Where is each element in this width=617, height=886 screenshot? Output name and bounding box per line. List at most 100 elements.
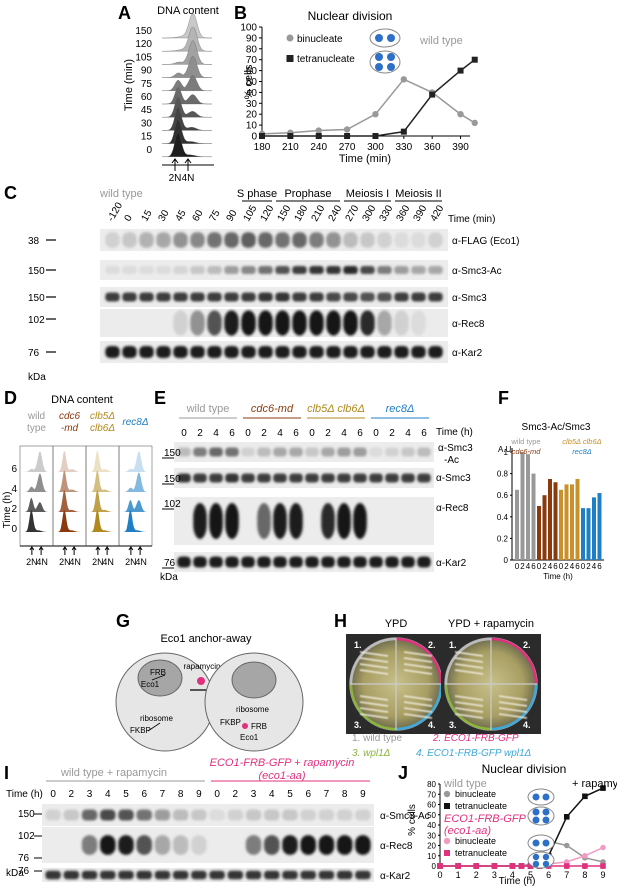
x-tick-label: 3 (492, 870, 497, 880)
mw-marker: 150 (28, 293, 45, 304)
y-axis-label: % cells (407, 804, 418, 836)
blot-band (337, 503, 351, 539)
y-tick-label: 20 (427, 842, 436, 851)
x-tick-label: 240 (310, 142, 327, 153)
blot-band (300, 809, 316, 821)
histogram (162, 132, 212, 157)
histogram (88, 490, 117, 512)
y-tick-label: 70 (427, 790, 436, 799)
y-unit: A.U. (498, 445, 514, 454)
yeast-streak (359, 657, 389, 663)
lane-label: 2 (233, 789, 239, 800)
blot-band (353, 556, 367, 568)
x-tick-label: 270 (339, 142, 356, 153)
blot-band (394, 310, 409, 336)
blot-band (225, 503, 239, 539)
blot-band (207, 345, 222, 359)
lane-label: 0 (214, 789, 220, 800)
time-tick: 150 (135, 26, 152, 37)
quadrant-eco1-frb-gfp (395, 637, 443, 685)
y-tick-label: 60 (427, 801, 436, 810)
data-point (259, 133, 265, 139)
blot-band (156, 345, 171, 359)
blot-band (360, 310, 375, 336)
data-point (437, 863, 443, 869)
time-tick: 60 (141, 92, 153, 103)
time-label: 15 (140, 208, 155, 224)
blot-band (289, 473, 303, 483)
mw-marker: 150 (18, 809, 35, 820)
panel-letter: D (4, 388, 17, 408)
histogram (88, 470, 117, 492)
blot-band (105, 266, 120, 274)
blot-band (241, 473, 255, 483)
data-point (471, 119, 478, 127)
svg-text:rapamycin: rapamycin (184, 662, 221, 671)
mw-marker: 150 (164, 474, 181, 485)
svg-text:binucleate: binucleate (455, 789, 496, 799)
legend-binucleate: binucleate (297, 34, 343, 45)
blot-band (227, 809, 244, 821)
blot-band (360, 266, 375, 274)
time-tick: 90 (141, 66, 153, 77)
marker-2n: 2N (92, 557, 104, 567)
blot-band (275, 292, 290, 302)
yeast-streak (403, 663, 433, 669)
blot-band (173, 232, 188, 248)
data-point (372, 111, 379, 118)
time-tick: 30 (141, 118, 153, 129)
blot-strip (42, 827, 374, 863)
data-point (372, 133, 379, 139)
blot-label: -Ac (444, 455, 459, 466)
blot-band (173, 345, 188, 359)
time-unit: Time (h) (6, 789, 43, 800)
blot-band (81, 809, 98, 821)
blot-band (360, 292, 375, 302)
blot-band (209, 870, 225, 880)
y-tick-label: 90 (246, 33, 258, 44)
histogram (162, 13, 212, 39)
time-label: -120 (106, 200, 126, 223)
blot-band (154, 809, 171, 821)
data-point (287, 133, 294, 139)
lane-label: 7 (324, 789, 330, 800)
blot-band (63, 870, 80, 880)
time-tick: 120 (135, 39, 152, 50)
data-point (343, 126, 351, 133)
x-tick-label: 2 (564, 562, 569, 571)
x-tick-label: 300 (367, 142, 384, 153)
chart-title: Nuclear division (482, 762, 567, 776)
bar (515, 489, 519, 560)
panel-letter: E (154, 388, 166, 408)
blot-band (224, 266, 239, 274)
x-tick-label: 0 (559, 562, 564, 571)
blot-band (369, 473, 383, 483)
data-point (344, 133, 351, 139)
blot-band (172, 870, 189, 880)
blot-band (318, 809, 335, 821)
binucleate-cell-icon (527, 834, 555, 852)
blot-band (193, 473, 207, 483)
data-point (518, 863, 525, 869)
bar (586, 508, 591, 560)
blot-band (139, 292, 154, 302)
blot-band (411, 266, 426, 274)
blot-band (428, 232, 443, 248)
blot-band (309, 345, 324, 359)
yeast-streak (454, 713, 484, 719)
mw-marker: 150 (164, 448, 181, 459)
time-tick: 4 (11, 484, 17, 495)
blot-band (369, 447, 383, 457)
yeast-streak (454, 707, 484, 713)
histogram (162, 40, 212, 65)
blot-band (326, 345, 341, 359)
panel-i: I wild type + rapamycin ECO1-FRB-GFP + r… (4, 757, 430, 882)
blot-band (193, 503, 207, 539)
time-label: 420 (429, 203, 447, 223)
lane-label: 4 (269, 789, 275, 800)
blot-band (258, 266, 273, 274)
blot-label: α-Kar2 (452, 348, 483, 359)
blot-band (245, 809, 262, 821)
chart-title: Smc3-Ac/Smc3 (522, 422, 591, 433)
